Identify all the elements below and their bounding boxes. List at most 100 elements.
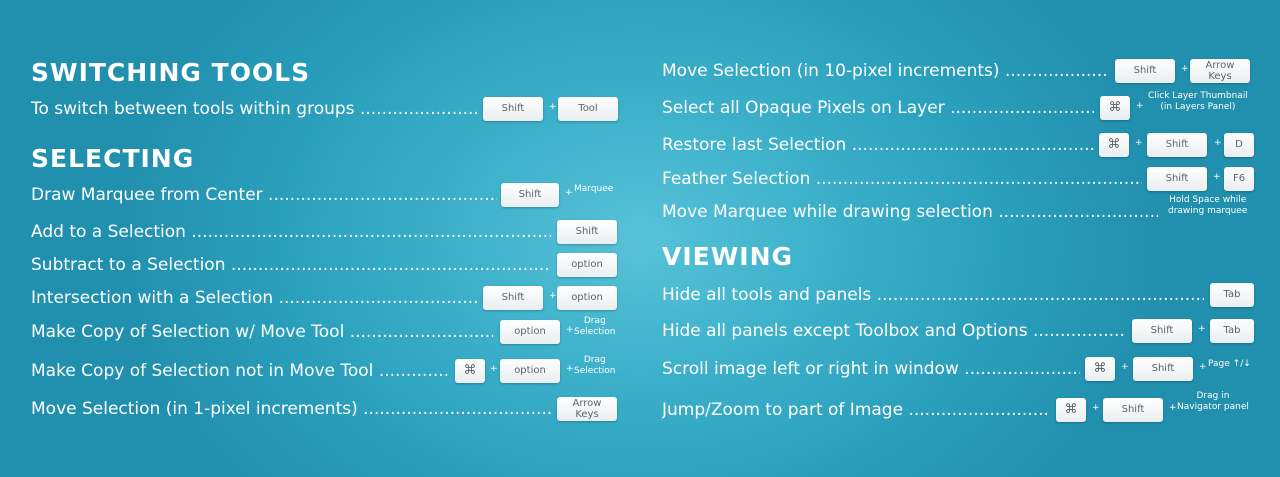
page-arrows-note: Page ↑/↓ [1208,359,1251,369]
marquee-note: Marquee [574,184,614,194]
plus-sign: + [566,364,574,374]
shortcut-label: Subtract to a Selection [31,255,226,275]
plus-sign: + [1135,138,1143,148]
drag-selection-note: Drag Selection [574,355,615,377]
plus-sign: + [1213,172,1221,182]
shortcut-row-add-selection: Add to a Selection .....................… [31,217,621,247]
note-line: Drag [583,355,606,365]
shortcut-label: Scroll image left or right in window [662,359,959,379]
shortcut-row-move-10px: Move Selection (in 10-pixel increments) … [662,56,1262,86]
shortcut-label: Move Selection (in 10-pixel increments) [662,61,1000,81]
plus-sign: + [1214,138,1222,148]
plus-sign: + [1121,362,1129,372]
shortcut-row-restore-selection: Restore last Selection .................… [662,130,1262,160]
shortcut-row-jump-zoom: Jump/Zoom to part of Image .............… [662,391,1249,422]
plus-sign: + [1092,403,1100,413]
plus-sign: + [1199,362,1207,372]
drag-selection-note: Drag Selection [574,316,615,338]
arrow-keys-key: Arrow Keys [557,397,617,421]
shortcut-row-switch-tools: To switch between tools within groups ..… [31,94,621,124]
command-key: ⌘ [1056,398,1086,422]
note-line: Navigator panel [1177,402,1249,412]
option-key: option [557,253,617,277]
shift-key: Shift [1115,59,1175,83]
shortcut-row-subtract-selection: Subtract to a Selection ................… [31,250,621,280]
tool-key: Tool [558,97,618,121]
shift-key: Shift [1147,167,1207,191]
shortcut-row-scroll-image: Scroll image left or right in window ...… [662,357,1251,381]
tab-key: Tab [1210,319,1254,343]
plus-sign: + [565,188,573,198]
option-key: option [557,286,617,310]
shift-key: Shift [1132,319,1192,343]
note-line: drawing marquee [1168,206,1248,216]
note-line: Selection [574,327,616,337]
shortcut-label: Make Copy of Selection w/ Move Tool [31,322,345,342]
shift-key: Shift [1147,133,1207,157]
note-line: Hold Space while [1169,195,1247,205]
heading-switching-tools: SWITCHING TOOLS [31,58,311,87]
shortcut-label: Move Selection (in 1-pixel increments) [31,399,358,419]
key-line: Keys [1208,71,1232,82]
key-line: Keys [575,409,599,420]
command-key: ⌘ [1100,96,1130,120]
plus-sign: + [1169,403,1177,413]
shortcut-row-select-opaque: Select all Opaque Pixels on Layer ......… [662,91,1248,120]
shortcut-label: Select all Opaque Pixels on Layer [662,98,945,118]
note-line: Click Layer Thumbnail [1148,91,1248,101]
shortcut-label: Add to a Selection [31,222,186,242]
shift-key: Shift [557,220,617,244]
plus-sign: + [549,291,557,301]
shortcut-row-feather-selection: Feather Selection ......................… [662,164,1262,194]
shortcut-label: Draw Marquee from Center [31,185,263,205]
shortcut-label: Restore last Selection [662,135,847,155]
note-line: Selection [574,366,616,376]
option-key: option [500,320,560,344]
key-line: Arrow [572,398,602,409]
shortcut-row-copy-move-tool: Make Copy of Selection w/ Move Tool ....… [31,316,616,344]
shift-key: Shift [483,286,543,310]
shift-key: Shift [501,183,559,207]
shortcut-label: Hide all panels except Toolbox and Optio… [662,321,1028,341]
command-key: ⌘ [1099,133,1129,157]
shortcut-row-draw-marquee: Draw Marquee from Center ...............… [31,183,614,207]
f6-key: F6 [1224,167,1254,191]
hold-space-note: Hold Space while drawing marquee [1168,195,1247,217]
d-key: D [1224,133,1254,157]
heading-viewing: VIEWING [662,242,794,271]
shortcut-row-move-marquee: Move Marquee while drawing selection ...… [662,195,1248,222]
plus-sign: + [1198,324,1206,334]
shortcut-label: Intersection with a Selection [31,288,274,308]
command-key: ⌘ [455,359,485,383]
shortcut-row-hide-panels: Hide all panels except Toolbox and Optio… [662,316,1262,346]
option-key: option [500,359,560,383]
shortcut-label: Move Marquee while drawing selection [662,202,993,222]
shift-key: Shift [1103,398,1163,422]
shortcut-label: Feather Selection [662,169,811,189]
note-line: Drag [583,316,606,326]
command-key: ⌘ [1085,357,1115,381]
shortcut-label: Make Copy of Selection not in Move Tool [31,361,374,381]
shortcut-label: To switch between tools within groups [31,99,355,119]
shortcut-row-move-1px: Move Selection (in 1-pixel increments) .… [31,394,621,424]
heading-selecting: SELECTING [31,144,195,173]
shortcut-row-intersect-selection: Intersection with a Selection ..........… [31,283,621,313]
key-line: Arrow [1205,60,1235,71]
plus-sign: + [1181,64,1189,74]
shortcut-label: Jump/Zoom to part of Image [662,400,904,420]
shortcut-row-hide-tools: Hide all tools and panels ..............… [662,280,1262,310]
shortcut-row-copy-not-move-tool: Make Copy of Selection not in Move Tool … [31,355,616,383]
note-line: (in Layers Panel) [1160,102,1236,112]
plus-sign: + [549,102,557,112]
shift-key: Shift [483,97,543,121]
tab-key: Tab [1210,283,1254,307]
plus-sign: + [566,325,574,335]
drag-navigator-note: Drag in Navigator panel [1177,391,1249,413]
shortcut-label: Hide all tools and panels [662,285,872,305]
note-line: Drag in [1196,391,1230,401]
plus-sign: + [1136,101,1144,111]
arrow-keys-key: Arrow Keys [1190,59,1250,83]
click-thumbnail-note: Click Layer Thumbnail (in Layers Panel) [1148,91,1248,113]
shift-key: Shift [1133,357,1193,381]
plus-sign: + [490,364,498,374]
